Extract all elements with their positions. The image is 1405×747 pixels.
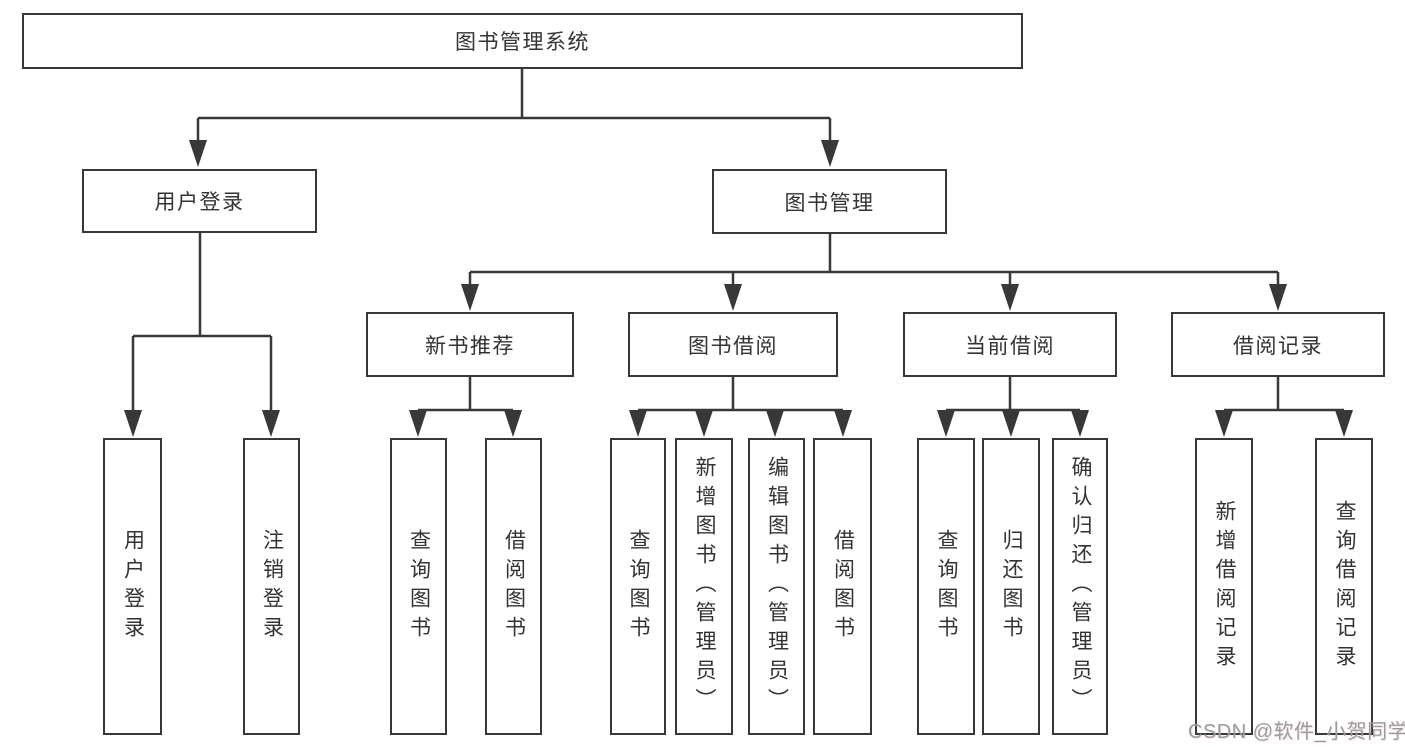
arrow-down-icon	[504, 410, 522, 437]
edge-bookmgmt-to-level3	[468, 234, 1280, 287]
node-label: 用户登录	[154, 191, 245, 214]
arrow-down-icon	[262, 410, 280, 437]
edge-userlogin-to-leaves	[131, 233, 273, 412]
edge-records-to-leaves	[1222, 377, 1346, 413]
arrow-down-icon	[937, 410, 955, 437]
node-borrow-records: 借阅记录	[1171, 312, 1385, 377]
connector-edges	[131, 69, 1346, 413]
arrow-down-icon	[461, 284, 479, 311]
edge-root-to-level2	[196, 69, 832, 142]
leaf-label: 借阅图书	[831, 528, 855, 645]
edge-recommend-to-leaves	[416, 377, 515, 413]
leaf-user-login: 用户登录	[103, 438, 162, 735]
leaf-edit-book-admin: 编辑图书（管理员）	[748, 438, 805, 735]
arrow-down-icon	[189, 140, 207, 167]
arrow-down-icon	[695, 410, 713, 437]
node-current-borrow: 当前借阅	[903, 312, 1117, 377]
leaf-label: 注销登录	[260, 528, 284, 645]
node-new-book-recommend: 新书推荐	[366, 312, 574, 377]
node-book-management: 图书管理	[712, 169, 947, 234]
leaf-logout: 注销登录	[243, 438, 300, 735]
leaf-label: 查询图书	[627, 528, 651, 645]
edge-current-to-leaves	[944, 377, 1082, 413]
arrow-down-icon	[834, 410, 852, 437]
leaf-label: 归还图书	[1000, 528, 1024, 645]
edge-borrowing-to-leaves	[636, 377, 845, 413]
arrow-down-icon	[766, 410, 784, 437]
leaf-query-book-borrowing: 查询图书	[610, 438, 666, 735]
leaf-label: 查询图书	[407, 528, 431, 645]
node-label: 新书推荐	[425, 334, 515, 358]
leaf-borrow-book-borrowing: 借阅图书	[813, 438, 872, 735]
leaf-query-borrow-record: 查询借阅记录	[1315, 438, 1373, 735]
leaf-query-book-recommend: 查询图书	[390, 438, 447, 735]
leaf-label: 查询图书	[935, 528, 959, 645]
leaf-label: 新增图书（管理员）	[693, 456, 717, 717]
arrow-down-icon	[724, 284, 742, 311]
arrow-down-icon	[1335, 410, 1353, 437]
arrow-down-icon	[629, 410, 647, 437]
node-root: 图书管理系统	[22, 13, 1023, 69]
leaf-borrow-book-recommend: 借阅图书	[485, 438, 542, 735]
node-label: 当前借阅	[965, 334, 1055, 358]
node-root-label: 图书管理系统	[455, 31, 590, 54]
watermark: CSDN @软件_小贺同学	[1188, 721, 1405, 743]
arrow-down-icon	[1071, 410, 1089, 437]
arrow-down-icon	[1001, 284, 1019, 311]
leaf-label: 借阅图书	[502, 528, 526, 645]
leaf-return-book: 归还图书	[982, 438, 1040, 735]
node-label: 图书借阅	[688, 334, 778, 358]
arrow-down-icon	[124, 410, 142, 437]
arrow-down-icon	[1215, 410, 1233, 437]
leaf-confirm-return-admin: 确认归还（管理员）	[1052, 438, 1108, 735]
node-label: 图书管理	[784, 191, 875, 215]
leaf-label: 用户登录	[121, 528, 145, 645]
leaf-add-borrow-record: 新增借阅记录	[1195, 438, 1253, 735]
node-user-login-group: 用户登录	[82, 169, 317, 233]
arrow-down-icon	[1269, 284, 1287, 311]
arrow-down-icon	[821, 140, 839, 167]
leaf-label: 新增借阅记录	[1213, 499, 1237, 674]
node-book-borrowing: 图书借阅	[628, 312, 838, 377]
arrow-down-icon	[1002, 410, 1020, 437]
leaf-add-book-admin: 新增图书（管理员）	[675, 438, 733, 735]
arrow-down-icon	[409, 410, 427, 437]
leaf-label: 查询借阅记录	[1333, 499, 1357, 674]
leaf-label: 确认归还（管理员）	[1069, 456, 1093, 717]
leaf-label: 编辑图书（管理员）	[765, 456, 789, 717]
node-label: 借阅记录	[1233, 334, 1323, 358]
leaf-query-book-current: 查询图书	[917, 438, 975, 735]
arrowhead-icons	[124, 140, 1353, 437]
